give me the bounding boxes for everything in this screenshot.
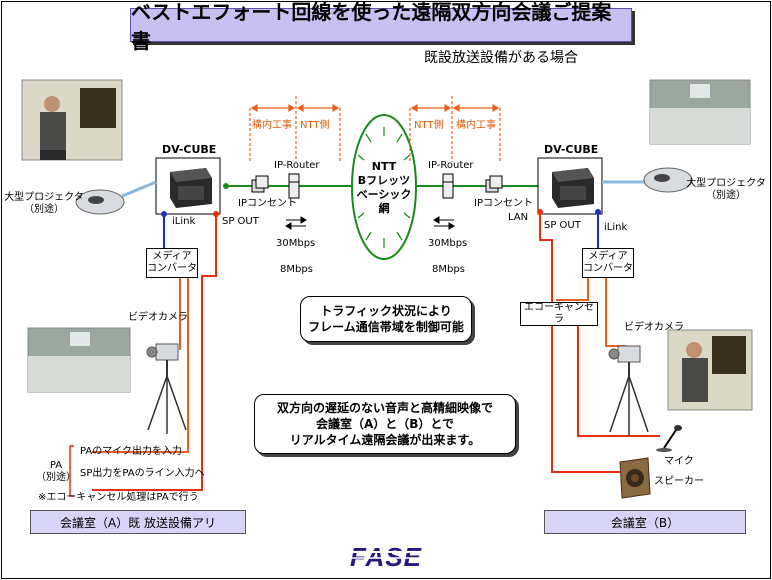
page-title: ベストエフォート回線を使った遠隔双方向会議ご提案書 (130, 0, 632, 53)
fase-logo: FASE (350, 542, 422, 572)
camera-left-label: ビデオカメラ (128, 312, 188, 323)
projector-icon-left (75, 189, 125, 215)
spout-left-label: SP OUT (222, 216, 259, 227)
ntt-side-right-label: NTT側 (414, 120, 444, 131)
down-speed-left-label: 8Mbps (280, 264, 313, 275)
ip-router-right-label: IP-Router (428, 160, 474, 171)
speaker-icon (619, 457, 651, 499)
dv-cube-left-label: DV-CUBE (162, 143, 217, 156)
projector-right-label: 大型プロジェクタ（別途） (686, 178, 766, 201)
projector-link-left (121, 180, 157, 198)
pa-label: PA（別途） (36, 460, 76, 483)
work-markers-left (249, 96, 341, 162)
presenter-photo-left (21, 79, 123, 161)
svg-text:FASE: FASE (350, 542, 422, 572)
speed-arrows-left (285, 216, 307, 230)
lan-label: LAN (508, 212, 529, 223)
port-dot-left (223, 183, 229, 189)
network-rays (357, 127, 411, 248)
page-subtitle: 既設放送設備がある場合 (424, 50, 578, 66)
ip-consent-icon-right (485, 175, 503, 193)
ip-router-icon-right (442, 173, 454, 199)
ip-router-icon-left (288, 173, 300, 199)
projector-icon-right (643, 167, 693, 193)
traffic-message: トラフィック状況によりフレーム通信帯域を制御可能 (300, 296, 472, 342)
ip-router-left-label: IP-Router (274, 160, 320, 171)
media-converter-left: メディアコンバータ (146, 248, 198, 278)
down-speed-right-label: 8Mbps (432, 264, 465, 275)
projector-left-label: 大型プロジェクタ（別途） (4, 192, 84, 215)
up-speed-right-label: 30Mbps (428, 238, 468, 249)
ntt-network-label: NTT Bフレッツ ベーシック 網 (356, 160, 412, 215)
work-inside-right-label: 構内工事 (456, 120, 496, 131)
spout-line-right (539, 212, 620, 473)
ip-consent-left-label: IPコンセント (238, 198, 297, 209)
dv-cube-right (537, 157, 603, 215)
speed-arrows-right (433, 216, 455, 230)
ntt-side-left-label: NTT側 (300, 120, 330, 131)
ip-consent-right-label: IPコンセント (474, 198, 533, 209)
ntt-network-cloud (351, 114, 417, 260)
camera-right-label: ビデオカメラ (624, 322, 684, 333)
echo-canceller-box: エコーキャンセラ (520, 302, 598, 326)
room-a-label: 会議室（A）既 放送設備アリ (30, 510, 246, 534)
pa-mic-line-left (92, 278, 189, 453)
work-markers-right (409, 96, 501, 162)
up-speed-left-label: 30Mbps (276, 238, 316, 249)
dv-cube-right-label: DV-CUBE (544, 143, 599, 156)
microphone-icon (656, 425, 682, 452)
echo-note: ※エコーキャンセル処理はPAで行う (38, 492, 199, 503)
room-b-label: 会議室（B） (544, 510, 746, 534)
work-arrows-left (250, 103, 340, 113)
pa-mic-input-label: PAのマイク出力を入力 (80, 446, 183, 457)
video-camera-icon-right (608, 345, 649, 436)
audience-photo-left (27, 327, 131, 393)
echo-line-right (556, 278, 589, 301)
ilink-left-label: iLink (172, 216, 196, 227)
bidirectional-message: 双方向の遅延のない音声と高精細映像で 会議室（A）と（B）とで リアルタイム遠隔… (254, 394, 516, 454)
mic-label: マイク (664, 456, 694, 467)
speaker-label: スピーカー (654, 476, 704, 487)
pa-bracket (69, 445, 74, 497)
work-arrows-right (410, 103, 500, 113)
ip-consent-icon-left (251, 175, 269, 193)
spout-line-left (92, 214, 217, 491)
audience-photo-right (649, 79, 751, 145)
ilink-right-label: iLink (604, 222, 628, 233)
pa-sp-input-label: SP出力をPAのライン入力へ (80, 468, 205, 479)
mic-line-right (577, 326, 660, 437)
dv-cube-left (155, 157, 221, 215)
camera-line-right (605, 278, 626, 347)
media-converter-right: メディアコンバータ (582, 248, 634, 278)
work-inside-left-label: 構内工事 (252, 120, 292, 131)
spout-right-label: SP OUT (544, 220, 581, 231)
presenter-photo-right (667, 329, 753, 411)
video-camera-icon-left (146, 343, 187, 434)
